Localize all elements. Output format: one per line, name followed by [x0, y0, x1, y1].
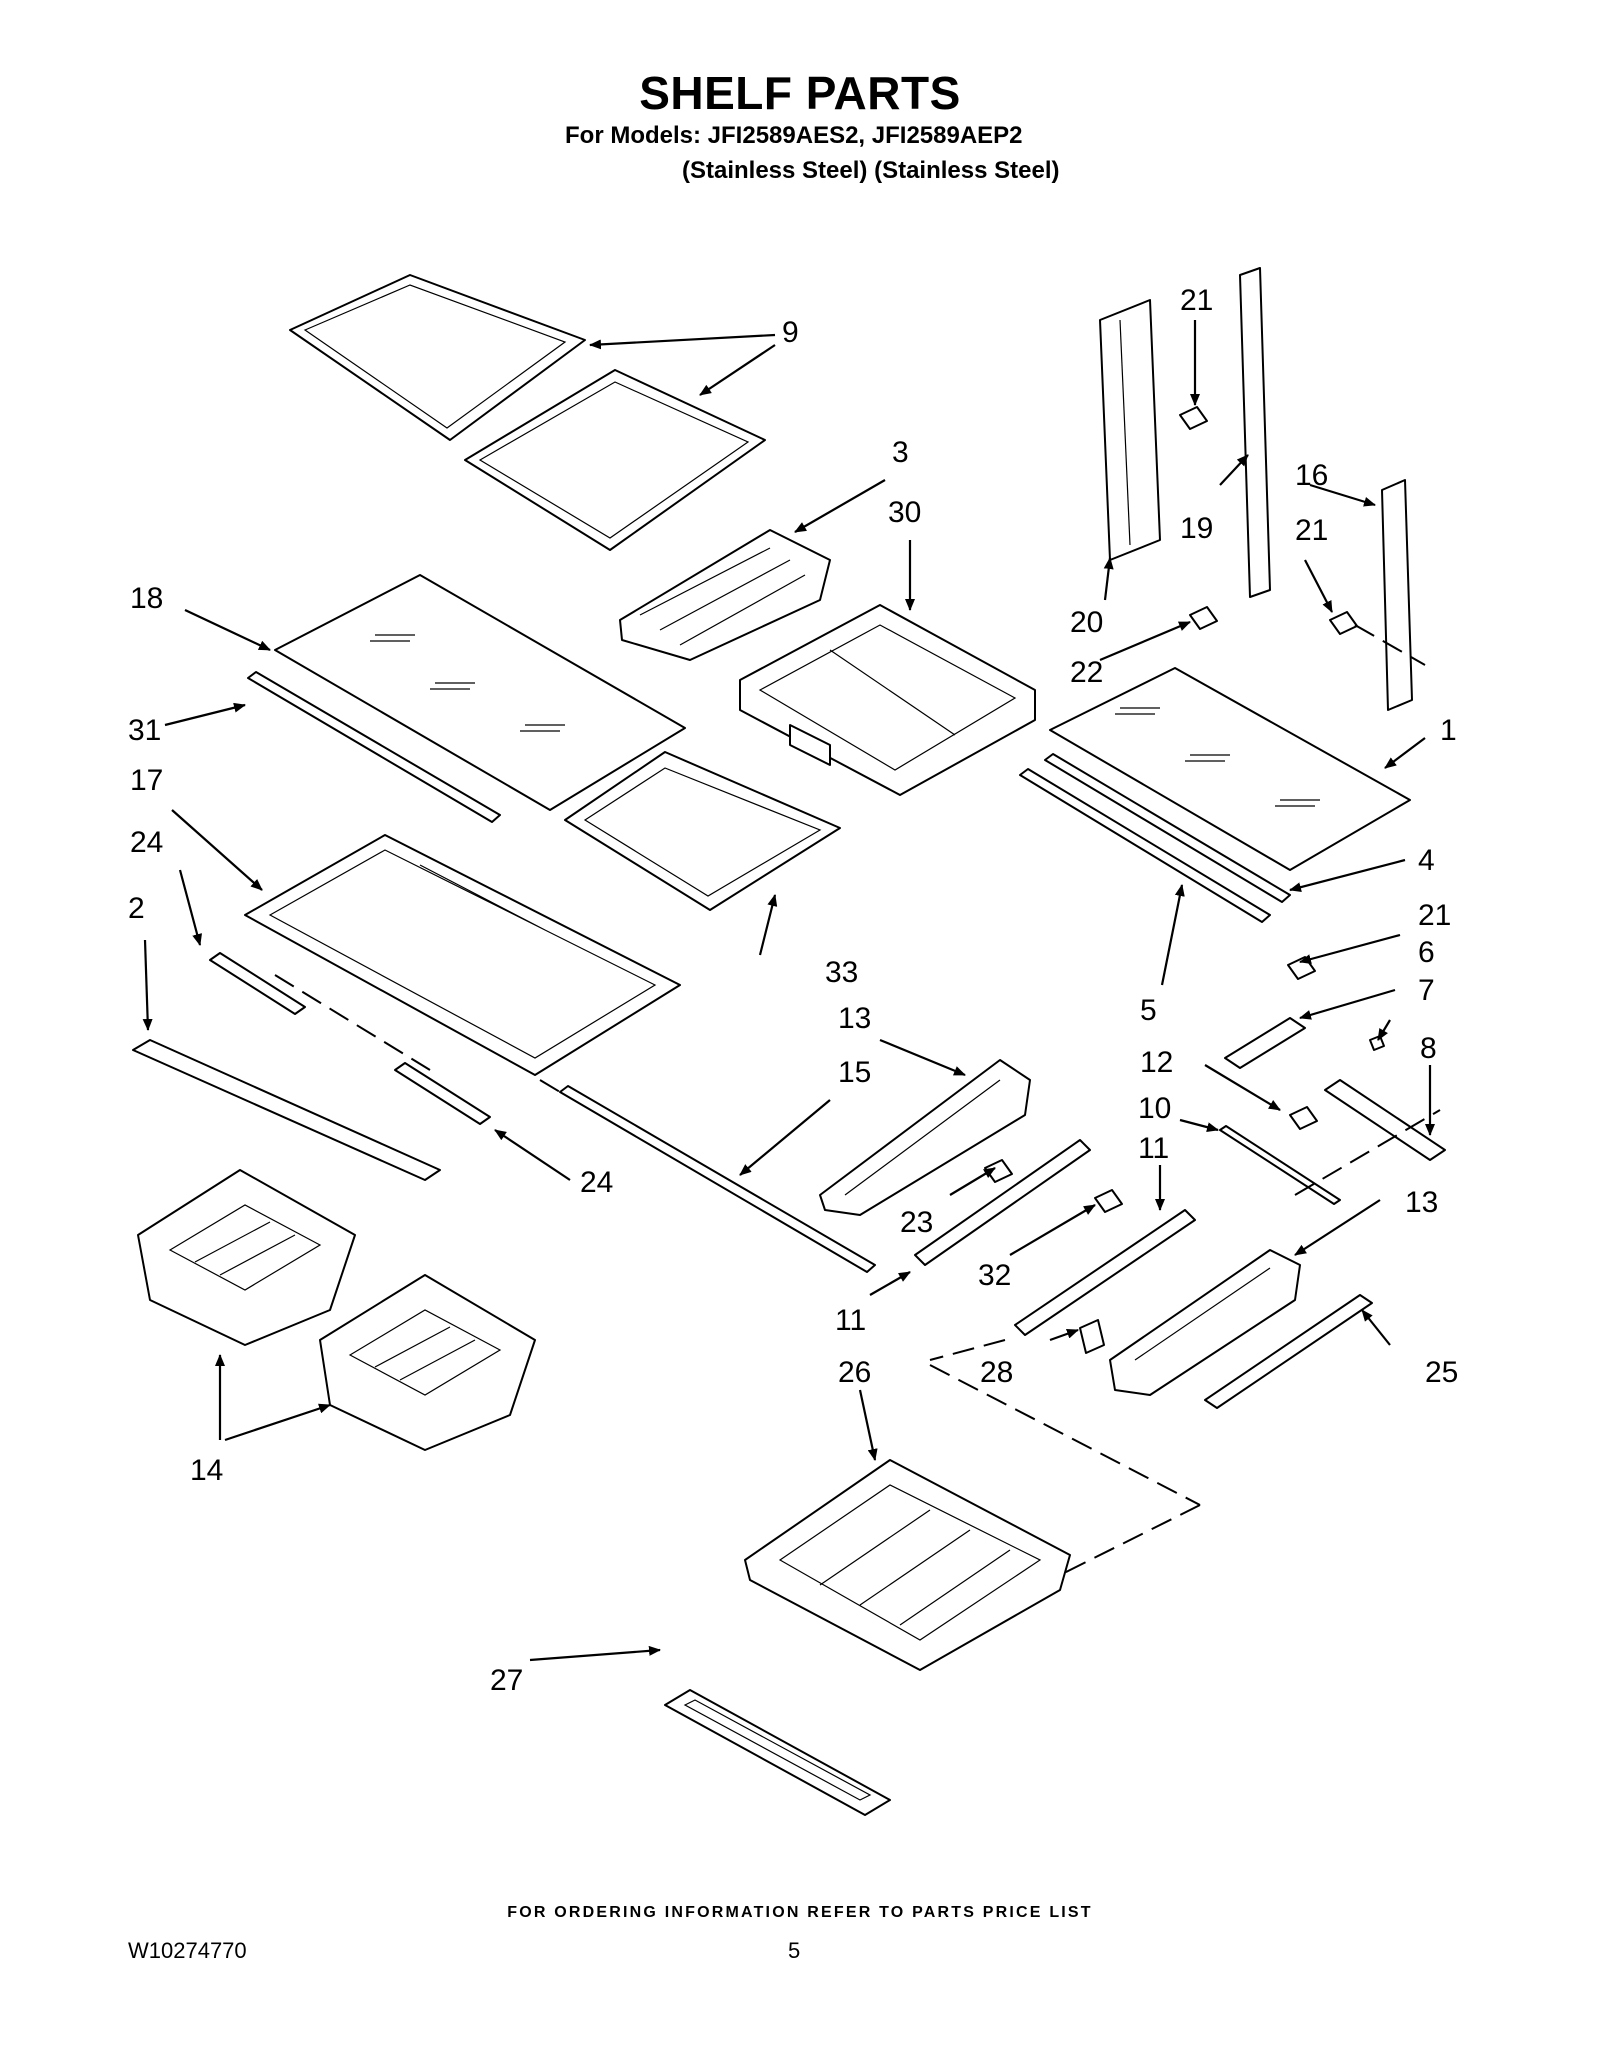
- document-number: W10274770: [128, 1938, 247, 1963]
- callout-13-lower: 13: [1405, 1186, 1438, 1219]
- assembly-line-bracket: [1294, 1109, 1441, 1196]
- callout-21-upper: 21: [1180, 284, 1213, 317]
- callout-18: 18: [130, 582, 163, 615]
- callout-6: 6: [1418, 936, 1435, 969]
- part-11-slide-right: [1014, 1209, 1196, 1336]
- callout-14: 14: [190, 1454, 223, 1487]
- part-28-trim: [664, 1689, 891, 1816]
- callout-25: 25: [1425, 1356, 1458, 1389]
- part-31-trim: [247, 671, 501, 823]
- callout-12: 12: [1140, 1046, 1173, 1079]
- part-27-clip: [1079, 1319, 1105, 1354]
- assembly-line-tray-left: [929, 1364, 1201, 1506]
- callout-27: 28: [980, 1356, 1013, 1389]
- callout-15: 15: [838, 1056, 871, 1089]
- part-16-rail: [1381, 479, 1413, 711]
- part-21-screw-upper: [1179, 406, 1208, 430]
- callout-21-lower: 21: [1418, 899, 1451, 932]
- part-10-rod: [1219, 1125, 1341, 1205]
- part-7-clip: [1369, 1035, 1385, 1051]
- callout-31: 31: [128, 714, 161, 747]
- part-30-frame: [739, 604, 1036, 796]
- model-finish: (Stainless Steel) (Stainless Steel): [682, 157, 1060, 184]
- callout-9: 9: [782, 316, 799, 349]
- part-3-cover: [619, 529, 831, 661]
- callout-21-middle: 21: [1295, 514, 1328, 547]
- part-19-rail: [1239, 267, 1271, 598]
- part-8-bracket: [1324, 1079, 1446, 1161]
- callout-17: 17: [130, 764, 163, 797]
- part-9-shelf-left: [289, 274, 586, 441]
- part-14-drawer-right: [319, 1274, 536, 1451]
- callout-23: 23: [900, 1206, 933, 1239]
- part-5-trim: [1019, 768, 1271, 923]
- part-26-tray: [744, 1459, 1071, 1671]
- part-24-bracket-lower: [394, 1062, 491, 1125]
- part-11-slide-left: [914, 1139, 1091, 1266]
- page-title: SHELF PARTS: [639, 67, 961, 119]
- part-17-frame: [244, 834, 681, 1076]
- callout-30: 30: [888, 496, 921, 529]
- callout-11-right: 11: [1138, 1132, 1169, 1165]
- callout-7: 7: [1418, 974, 1435, 1007]
- assembly-line-screw: [1354, 624, 1426, 666]
- part-14-drawer-left: [137, 1169, 356, 1346]
- callout-16: 16: [1295, 459, 1328, 492]
- part-24-bracket-upper: [209, 952, 306, 1015]
- leader-lines: [142, 320, 1435, 1662]
- callout-26: 26: [838, 1356, 871, 1389]
- assembly-line-rail: [539, 1079, 566, 1096]
- part-6-bracket: [1224, 1017, 1306, 1069]
- part-33-shelf: [564, 751, 841, 911]
- callout-19: 19: [1180, 512, 1213, 545]
- part-1-glass: [1049, 667, 1411, 871]
- callout-5: 5: [1140, 994, 1157, 1027]
- assembly-line-slide: [929, 1339, 1006, 1361]
- part-22-screw: [1189, 606, 1218, 630]
- model-numbers: For Models: JFI2589AES2, JFI2589AEP2: [565, 122, 1023, 149]
- part-18-glass: [274, 574, 686, 811]
- callout-33: 33: [825, 956, 858, 989]
- callout-4: 4: [1418, 844, 1435, 877]
- callout-10: 10: [1138, 1092, 1171, 1125]
- callout-24-upper: 24: [130, 826, 163, 859]
- part-21-screw-middle: [1329, 611, 1358, 635]
- part-2-trim: [132, 1039, 441, 1181]
- part-25-rod: [1204, 1294, 1373, 1409]
- part-9-shelf-right: [464, 369, 766, 551]
- callout-11-left: 11: [835, 1304, 866, 1337]
- callout-32: 32: [978, 1259, 1011, 1292]
- ordering-note: FOR ORDERING INFORMATION REFER TO PARTS …: [507, 1904, 1093, 1921]
- part-4-trim: [1044, 753, 1291, 903]
- part-12-screw: [1289, 1106, 1318, 1130]
- callout-20: 20: [1070, 606, 1103, 639]
- callout-24-lower: 24: [580, 1166, 613, 1199]
- callout-13-upper: 13: [838, 1002, 871, 1035]
- part-20-rail: [1099, 299, 1161, 561]
- callout-1: 1: [1440, 714, 1457, 747]
- callout-3: 3: [892, 436, 909, 469]
- callout-2: 2: [128, 892, 145, 925]
- part-15-rail: [559, 1085, 876, 1273]
- callout-28: 27: [490, 1664, 523, 1697]
- part-21-screw-lower: [1287, 956, 1316, 980]
- callout-22: 22: [1070, 656, 1103, 689]
- part-13-housing-lower: [1109, 1249, 1301, 1396]
- callout-8: 8: [1420, 1032, 1437, 1065]
- page-number: 5: [788, 1938, 801, 1963]
- assembly-line-tray-right: [1059, 1504, 1201, 1576]
- part-13-housing-upper: [819, 1059, 1031, 1216]
- part-32-screw: [1094, 1189, 1123, 1213]
